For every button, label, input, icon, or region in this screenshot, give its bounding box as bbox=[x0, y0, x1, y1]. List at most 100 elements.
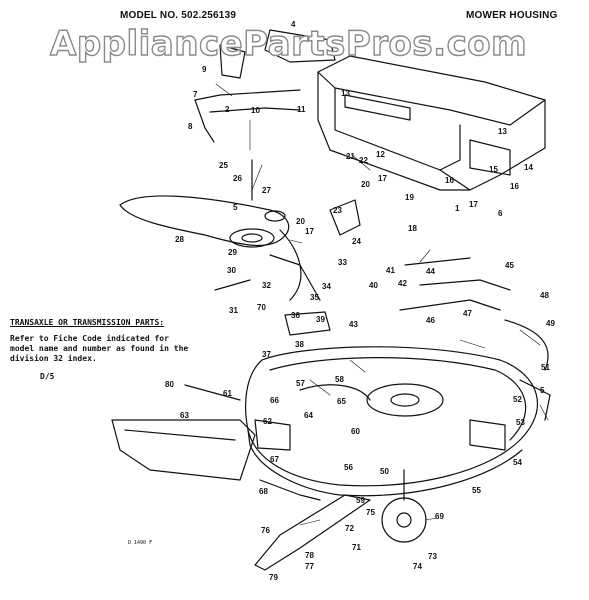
part-label: 16 bbox=[510, 182, 519, 191]
part-label: 59 bbox=[356, 496, 365, 505]
part-label: 74 bbox=[413, 562, 422, 571]
part-label: 8 bbox=[188, 122, 193, 131]
upper-bracket-ear bbox=[219, 44, 246, 79]
part-label: 20 bbox=[296, 217, 305, 226]
part-label: 46 bbox=[426, 316, 435, 325]
part-label: 60 bbox=[351, 427, 360, 436]
part-label: 20 bbox=[361, 180, 370, 189]
note-title: TRANSAXLE OR TRANSMISSION PARTS: bbox=[10, 318, 165, 327]
part-label: 16 bbox=[445, 176, 454, 185]
right-hanger bbox=[519, 379, 551, 421]
part-label: 55 bbox=[472, 486, 481, 495]
part-label: 45 bbox=[505, 261, 514, 270]
part-label: 78 bbox=[305, 551, 314, 560]
control-rod bbox=[194, 89, 301, 101]
part-label: 1 bbox=[455, 204, 460, 213]
part-label: 13 bbox=[341, 89, 350, 98]
center-bracket bbox=[284, 311, 331, 336]
deck-rim bbox=[269, 357, 527, 441]
part-label: 32 bbox=[262, 281, 271, 290]
drive-belt bbox=[119, 195, 290, 246]
part-label: 49 bbox=[546, 319, 555, 328]
part-label: 27 bbox=[262, 186, 271, 195]
part-label: 7 bbox=[193, 90, 198, 99]
part-label: 62 bbox=[263, 417, 272, 426]
part-label: 18 bbox=[408, 224, 417, 233]
note-line: Refer to Fiche Code indicated for bbox=[10, 334, 169, 343]
part-label: 42 bbox=[398, 279, 407, 288]
pulley-large-inner bbox=[241, 233, 263, 243]
part-label: 38 bbox=[295, 340, 304, 349]
idler-bracket bbox=[329, 199, 361, 236]
part-label: 35 bbox=[310, 293, 319, 302]
part-label: 19 bbox=[405, 193, 414, 202]
control-rod-bend bbox=[209, 107, 301, 113]
part-label: 31 bbox=[229, 306, 238, 315]
deck-outline bbox=[245, 346, 538, 487]
part-label: 15 bbox=[489, 165, 498, 174]
part-label: 36 bbox=[291, 311, 300, 320]
pulley-large bbox=[229, 228, 275, 248]
part-label: 77 bbox=[305, 562, 314, 571]
part-label: 5 bbox=[233, 203, 238, 212]
leader-lines bbox=[215, 83, 549, 526]
part-label: 10 bbox=[251, 106, 260, 115]
mower-blade bbox=[254, 494, 371, 571]
part-label: 52 bbox=[513, 395, 522, 404]
part-label: 80 bbox=[165, 380, 174, 389]
part-label: 9 bbox=[202, 65, 207, 74]
part-label: 41 bbox=[386, 266, 395, 275]
part-label: 40 bbox=[369, 281, 378, 290]
part-label: 70 bbox=[257, 303, 266, 312]
part-label: 75 bbox=[366, 508, 375, 517]
part-label: 22 bbox=[359, 156, 368, 165]
part-label: 58 bbox=[335, 375, 344, 384]
part-label: 29 bbox=[228, 248, 237, 257]
part-label: 69 bbox=[435, 512, 444, 521]
lift-arm-lower bbox=[399, 299, 501, 311]
deck-spindle-hub bbox=[390, 393, 420, 407]
part-label-group: 4 9 7 2 10 11 8 13 13 14 15 16 16 17 17 … bbox=[165, 20, 555, 582]
part-label: 66 bbox=[270, 396, 279, 405]
watermark: AppliancePartsPros.com bbox=[49, 23, 528, 64]
part-label: 11 bbox=[297, 105, 306, 114]
section-title: MOWER HOUSING bbox=[466, 10, 558, 21]
top-housing-slot bbox=[344, 94, 411, 121]
rear-rod bbox=[259, 479, 321, 501]
part-label: 2 bbox=[225, 105, 230, 114]
part-label: 30 bbox=[227, 266, 236, 275]
part-label: 24 bbox=[352, 237, 361, 246]
upper-bracket bbox=[264, 29, 336, 63]
link-arm bbox=[269, 254, 321, 301]
part-label: 13 bbox=[498, 127, 507, 136]
part-label: 71 bbox=[352, 543, 361, 552]
spring-31 bbox=[214, 279, 251, 291]
note-line: division 32 index. bbox=[10, 354, 97, 363]
part-label: 33 bbox=[338, 258, 347, 267]
control-rod-end bbox=[194, 99, 215, 143]
part-label: 12 bbox=[376, 150, 385, 159]
part-label: 76 bbox=[261, 526, 270, 535]
blade-adapter-hub bbox=[396, 512, 412, 528]
right-bracket bbox=[469, 139, 511, 176]
right-link-rod bbox=[504, 319, 549, 371]
part-label: 39 bbox=[316, 315, 325, 324]
part-label: 26 bbox=[233, 174, 242, 183]
part-label: 72 bbox=[345, 524, 354, 533]
discharge-chute bbox=[111, 419, 256, 481]
deck-left-bracket bbox=[254, 419, 291, 451]
blade-adapter bbox=[381, 497, 427, 543]
part-label: 37 bbox=[262, 350, 271, 359]
part-label: 47 bbox=[463, 309, 472, 318]
note-ref: D/5 bbox=[40, 372, 55, 381]
part-label: 57 bbox=[296, 379, 305, 388]
part-label: 56 bbox=[344, 463, 353, 472]
part-label: 23 bbox=[333, 206, 342, 215]
spring-44 bbox=[404, 257, 471, 266]
part-label: 67 bbox=[270, 455, 279, 464]
top-housing-edge bbox=[439, 169, 471, 191]
deck-right-bracket bbox=[469, 419, 506, 451]
part-label: 68 bbox=[259, 487, 268, 496]
note-line: model name and number as found in the bbox=[10, 344, 189, 353]
